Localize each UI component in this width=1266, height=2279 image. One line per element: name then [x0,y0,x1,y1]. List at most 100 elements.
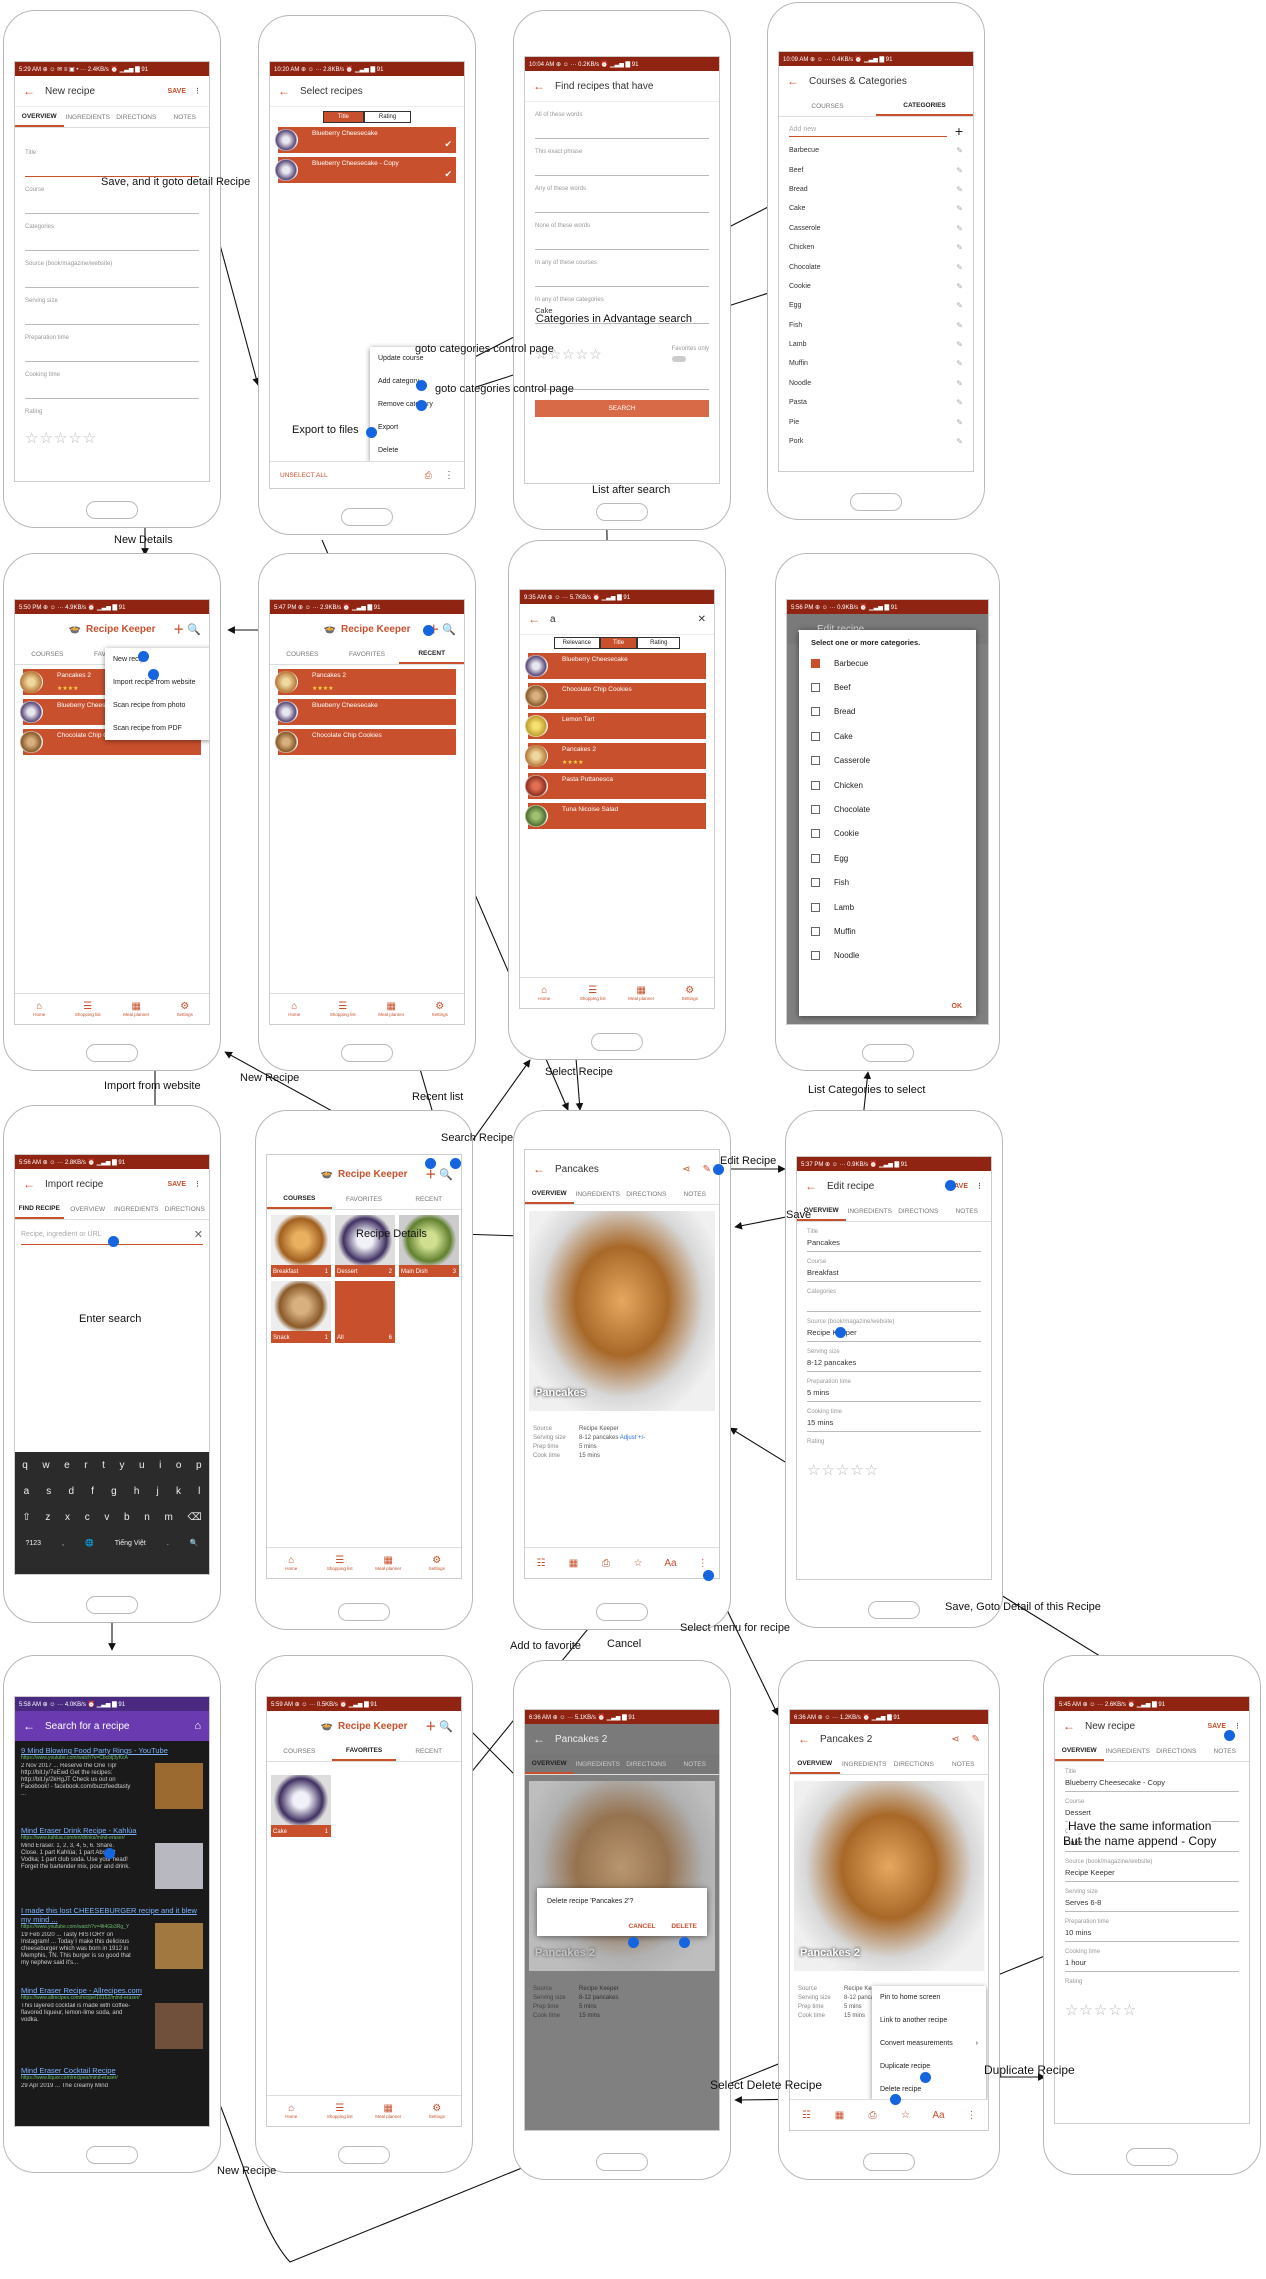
star-icon[interactable]: ☆ [633,1557,643,1569]
category-item[interactable]: Muffin✎ [779,354,973,373]
category-checkbox-item[interactable]: Beef [799,675,976,699]
save-button[interactable]: SAVE [1207,1722,1226,1730]
back-arrow-icon[interactable]: ← [798,1732,810,1746]
cook-time-field[interactable]: Cooking time [25,372,199,399]
add-search-icons[interactable]: ＋ 🔍 [425,1721,453,1733]
edit-pencil-icon[interactable]: ✎ [956,320,963,330]
result-title-link[interactable]: 9 Mind Blowing Food Party Rings - YouTub… [21,1746,168,1755]
keyboard-key[interactable]: f [91,1485,94,1497]
checkbox[interactable] [811,926,820,936]
form-field[interactable]: Categories [807,1289,981,1312]
nav-shopping[interactable]: ☰Shopping list [569,978,618,1008]
add-search-icons[interactable]: ＋ 🔍 [428,624,456,636]
tab-courses[interactable]: COURSES [283,1747,316,1755]
none-words-field[interactable]: None of these words [535,223,709,250]
nav-settings[interactable]: ⚙Settings [161,994,210,1024]
nav-settings[interactable]: ⚙Settings [666,978,715,1008]
save-button[interactable]: SAVE [167,87,186,95]
category-item[interactable]: Pasta✎ [779,393,973,412]
search-result[interactable]: I made this lost CHEESEBURGER recipe and… [15,1901,209,1981]
edit-pencil-icon[interactable]: ✎ [956,378,963,388]
rating-stars[interactable]: ☆☆☆☆☆ [25,430,98,447]
tab-ingredients[interactable]: INGREDIENTS [575,1190,620,1198]
nav-meal-planner[interactable]: ▦Meal planner [364,1548,413,1578]
sort-title[interactable]: Title [599,637,638,649]
category-item[interactable]: Noodle✎ [779,374,973,393]
menu-export[interactable]: Export [378,424,399,431]
tab-courses[interactable]: COURSES [811,102,844,110]
tab-notes[interactable]: NOTES [955,1207,978,1215]
tab-recent[interactable]: RECENT [415,1747,443,1755]
menu-scan-pdf[interactable]: Scan recipe from PDF [113,725,182,732]
favorites-toggle[interactable] [671,356,686,362]
category-checkbox-item[interactable]: Chicken [799,773,976,797]
back-arrow-icon[interactable]: ← [23,84,35,98]
keyboard-key[interactable]: e [64,1459,70,1471]
edit-pencil-icon[interactable]: ✎ [971,1733,980,1745]
edit-pencil-icon[interactable]: ✎ [956,146,963,156]
category-item[interactable]: Fish✎ [779,316,973,335]
checkbox[interactable] [811,707,820,717]
keyboard-key[interactable]: , [62,1539,64,1547]
nav-home[interactable]: ⌂Home [270,994,319,1024]
menu-import-website[interactable]: Import recipe from website [113,679,196,686]
list-item[interactable]: Blueberry Cheesecake - Copy✔ [274,157,456,183]
save-button[interactable]: SAVE [949,1182,968,1190]
nav-settings[interactable]: ⚙Settings [413,2096,462,2126]
category-item[interactable]: Barbecue✎ [779,141,973,160]
courses-select[interactable]: In any of these courses [535,260,709,287]
result-title-link[interactable]: Mind Eraser Cocktail Recipe [21,2066,116,2075]
checkbox[interactable] [811,951,820,961]
menu-pin-home[interactable]: Pin to home screen [880,1994,941,2001]
back-arrow-icon[interactable]: ← [23,1177,35,1191]
tab-courses[interactable]: COURSES [31,650,64,658]
keyboard-key[interactable]: j [156,1485,159,1497]
sort-title[interactable]: Title [322,111,364,123]
tab-overview[interactable]: OVERVIEW [790,1754,840,1774]
menu-remove-category[interactable]: Remove category [378,401,433,408]
keyboard-key[interactable]: . [166,1539,169,1547]
nav-meal-planner[interactable]: ▦Meal planner [364,2096,413,2126]
list-item[interactable]: Pasta Puttanesca [524,773,706,799]
more-vert-icon[interactable]: ⋮ [966,2109,977,2121]
close-icon[interactable]: ✕ [193,1229,203,1241]
check-circle-icon[interactable]: ✔ [444,169,452,179]
tab-overview[interactable]: OVERVIEW [525,1184,574,1204]
back-arrow-icon[interactable]: ← [787,74,799,88]
category-item[interactable]: Lamb✎ [779,335,973,354]
delete-button[interactable]: DELETE [671,1923,697,1930]
category-checkbox-item[interactable]: Noodle [799,944,976,968]
category-item[interactable]: Egg✎ [779,296,973,315]
edit-pencil-icon[interactable]: ✎ [956,262,963,272]
menu-scan-photo[interactable]: Scan recipe from photo [113,702,186,709]
keyboard-key[interactable]: Tiếng Việt [114,1539,146,1547]
keyboard-key[interactable]: r [84,1459,88,1471]
sort-select[interactable] [535,372,709,390]
keyboard-key[interactable]: 🌐 [84,1540,94,1547]
calendar-icon[interactable]: ▦ [834,2109,845,2121]
adjust-link[interactable]: Adjust +/- [619,1435,646,1441]
tab-recent[interactable]: RECENT [399,644,464,664]
sort-rating[interactable]: Rating [363,111,412,123]
tab-notes[interactable]: NOTES [173,113,196,121]
rating-stars[interactable]: ☆☆☆☆☆ [807,1462,880,1479]
nav-home[interactable]: ⌂Home [520,978,569,1008]
edit-pencil-icon[interactable]: ✎ [702,1163,711,1175]
edit-pencil-icon[interactable]: ✎ [956,301,963,311]
more-vert-icon[interactable]: ⋮ [697,1557,708,1569]
keyboard-key[interactable]: o [175,1459,182,1471]
edit-pencil-icon[interactable]: ✎ [956,359,963,369]
checkbox[interactable] [811,878,820,888]
category-checkbox-item[interactable]: Barbecue [799,651,976,675]
nav-home[interactable]: ⌂Home [15,994,64,1024]
checklist-icon[interactable]: ☷ [802,2109,811,2121]
more-vert-icon[interactable]: ⋮ [976,1183,983,1190]
